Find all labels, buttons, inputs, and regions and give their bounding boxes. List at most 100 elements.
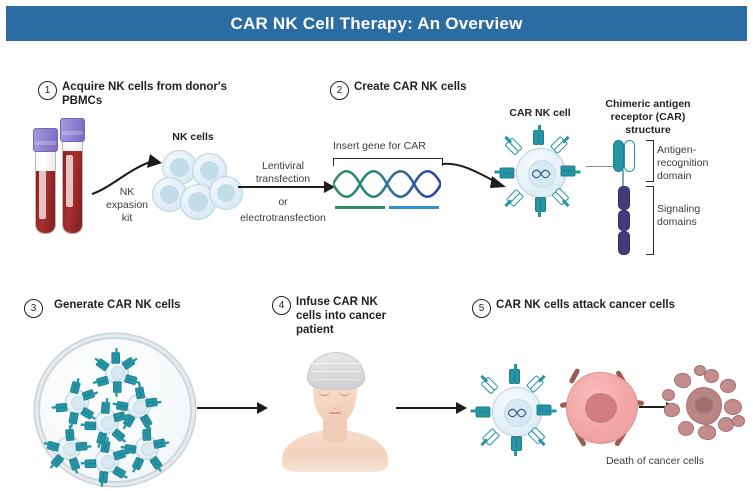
signaling-domains-label: Signaling domains [657, 203, 701, 228]
cancer-cell-nucleus [585, 393, 617, 423]
arrow-transfection-head [324, 181, 335, 193]
arrow-cancer-to-death-line [639, 406, 668, 408]
step-3-title: Generate CAR NK cells [54, 299, 181, 311]
step-5-heading: 5 CAR NK cells attack cancer cells [472, 298, 732, 318]
tube-cap [33, 128, 58, 152]
car-receptor [502, 188, 524, 210]
dead-cell-fragment [674, 373, 691, 388]
antigen-recognition-domain-label: Antigen- recognition domain [657, 144, 709, 182]
arrow-tubes-to-nk-cells [91, 154, 162, 195]
dead-cell-fragment [662, 389, 675, 401]
petri-dish-cells [38, 337, 188, 487]
car-hinge [622, 170, 624, 186]
car-receptor [478, 373, 499, 395]
car-receptor [560, 165, 581, 177]
patient-figure [282, 352, 388, 472]
nk-cells-label: NK cells [172, 131, 214, 143]
car-receptor [470, 406, 491, 418]
step-1-heading: 1 Acquire NK cells from donor's PBMCs [38, 80, 253, 108]
blood-tube-2 [60, 118, 86, 240]
car-receptor [551, 187, 572, 210]
step-2-title: Create CAR NK cells [354, 81, 467, 93]
patient-head-wrap [307, 352, 365, 390]
antigen-recognition-segment [624, 140, 635, 172]
electrotransfection-label: electrotransfection [240, 212, 326, 224]
dna-construct [333, 158, 443, 214]
step-1-number: 1 [38, 81, 57, 100]
patient-mouth [329, 412, 341, 414]
dead-cell-fragment [686, 387, 722, 425]
car-receptor [535, 197, 546, 217]
step-4-title: Infuse CAR NK cells into cancer patient [296, 296, 387, 337]
car-receptor [526, 373, 548, 394]
tube-cap [60, 118, 85, 142]
dead-cell-fragment [732, 415, 745, 427]
nucleus-dna-icon [532, 169, 551, 179]
step-3-number: 3 [24, 299, 43, 318]
car-receptor [536, 404, 557, 416]
car-receptor [478, 427, 500, 449]
car-nk-cell-attacking [470, 364, 562, 457]
antigen-recognition-segment [613, 140, 624, 172]
nk-cell [192, 153, 227, 188]
car-structure-label: Chimeric antigen receptor (CAR) structur… [605, 98, 691, 137]
car-structure-diagram [608, 140, 644, 255]
signaling-segment [618, 231, 630, 255]
dead-cell-fragment [724, 399, 742, 415]
dna-segment-bar-green [335, 206, 385, 209]
patient-nose [332, 402, 337, 409]
dna-segment-bar-blue [389, 206, 439, 209]
arrow-dish-to-patient-line [197, 407, 259, 410]
step-3-heading: 3 Generate CAR NK cells [24, 298, 254, 318]
car-receptor [533, 125, 544, 145]
nk-expansion-kit-label: NK expasion kit [105, 186, 149, 224]
step-4-number: 4 [272, 296, 291, 315]
arrow-patient-to-attack-line [396, 407, 458, 410]
dead-cancer-cells-group [660, 365, 746, 451]
nk-cell [209, 176, 243, 210]
dead-cell-fragment [704, 369, 719, 383]
dead-cell-fragment [664, 403, 680, 417]
car-nk-cell-label: CAR NK cell [509, 107, 571, 119]
petri-car-nk-cell [51, 378, 99, 428]
dead-cell-fragment [720, 379, 736, 393]
step-5-title: CAR NK cells attack cancer cells [496, 299, 675, 311]
dna-bracket [333, 158, 443, 166]
arrow-dna-to-car-cell [441, 162, 506, 188]
lentiviral-transfection-label: Lentiviral transfection [255, 160, 311, 185]
car-nk-cell-nucleus [504, 399, 532, 427]
dead-cell-fragment [678, 421, 694, 436]
tube-body [35, 138, 56, 234]
signaling-segment [618, 186, 630, 210]
petri-car-nk-cell [80, 437, 130, 487]
step-5-number: 5 [472, 299, 491, 318]
dna-double-helix [333, 169, 441, 199]
car-structure-connector [586, 166, 613, 168]
page-title: CAR NK Cell Therapy: An Overview [230, 13, 523, 33]
patient-eye-closed [319, 391, 330, 396]
petri-car-nk-cell [92, 348, 141, 397]
step-2-heading: 2 Create CAR NK cells [330, 80, 530, 100]
car-nk-cell-nucleus [528, 160, 556, 188]
cancer-cell-body [566, 372, 638, 444]
petri-car-nk-cell [120, 425, 170, 473]
signaling-domains-bracket [646, 186, 654, 255]
patient-eye-closed [339, 391, 350, 396]
nucleus-dna-icon [508, 408, 527, 418]
tube-separator [66, 155, 73, 207]
nk-cell-cluster [152, 150, 244, 232]
antigen-domain-bracket [646, 140, 654, 182]
cancer-cell-group [556, 362, 648, 454]
step-2-number: 2 [330, 81, 349, 100]
dead-cell-fragment [694, 365, 706, 376]
car-receptor [550, 134, 572, 155]
title-banner: CAR NK Cell Therapy: An Overview [6, 6, 747, 41]
arrow-dish-to-patient-head [257, 402, 268, 414]
petri-car-nk-cell [43, 425, 92, 474]
car-receptor [494, 167, 515, 179]
tube-separator [39, 161, 46, 219]
car-nk-cell-diagram [494, 125, 586, 218]
blood-tube-1 [33, 128, 59, 240]
insert-gene-label: Insert gene for CAR [333, 140, 426, 152]
